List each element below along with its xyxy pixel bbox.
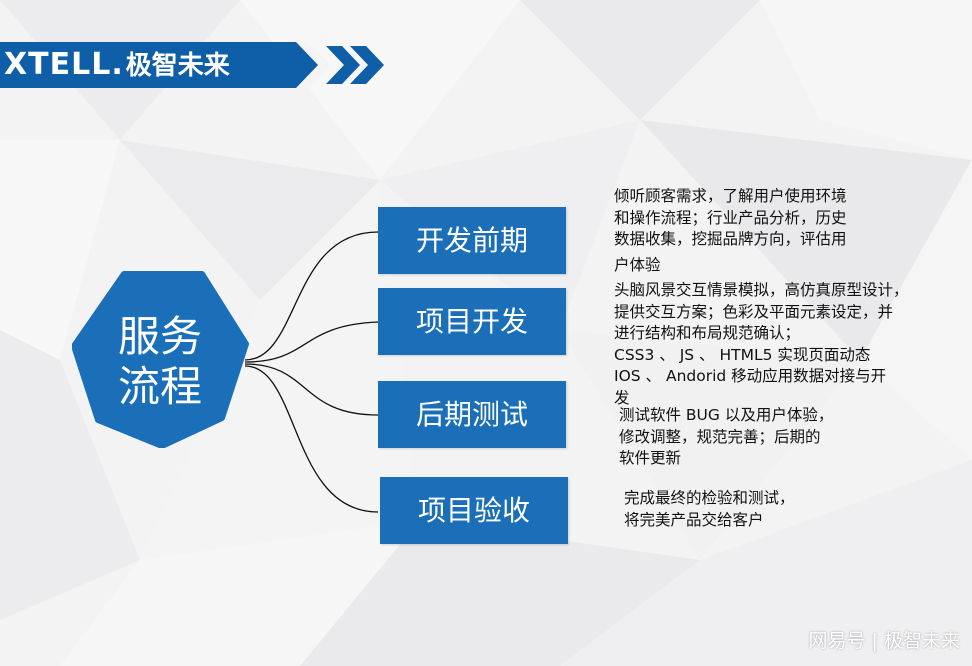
- stage-desc-development: 头脑风景交互情景模拟，高仿真原型设计， 提供交互方案；色彩及平面元素设定，并 进…: [614, 280, 909, 409]
- header-banner: [0, 42, 330, 88]
- desc-line: 倾听顾客需求，了解用户使用环境: [614, 187, 847, 205]
- desc-line: CSS3 、 JS 、 HTML5 实现页面动态: [614, 345, 871, 364]
- desc-line: 和操作流程；行业产品分析，历史: [614, 208, 847, 227]
- double-chevron-icon: [326, 46, 384, 84]
- hexagon-label: 服务 流程: [100, 312, 220, 412]
- stage-desc-pre-development: 倾听顾客需求，了解用户使用环境 和操作流程；行业产品分析，历史 数据收集，挖掘品…: [614, 186, 847, 276]
- stage-box-pre-development: 开发前期: [378, 207, 566, 274]
- desc-line: 户体验: [614, 255, 661, 274]
- stage-box-acceptance: 项目验收: [380, 477, 568, 544]
- stage-box-testing: 后期测试: [378, 381, 566, 448]
- desc-line: 发: [614, 388, 630, 407]
- desc-line: 完成最终的检验和测试，: [624, 489, 795, 507]
- desc-line: 测试软件 BUG 以及用户体验，: [619, 406, 834, 424]
- desc-line: 软件更新: [619, 449, 682, 467]
- desc-line: 提供交互方案；色彩及平面元素设定，并: [614, 302, 894, 321]
- service-process-hexagon: [72, 271, 249, 448]
- desc-line: 数据收集，挖掘品牌方向，评估用: [614, 230, 847, 248]
- stage-box-development: 项目开发: [378, 288, 566, 355]
- brand-logo-text: XTELL.: [4, 47, 124, 82]
- brand-logo: XTELL.极智未来: [4, 44, 230, 86]
- connector-line-3: [244, 363, 379, 416]
- connector-line-1: [244, 231, 379, 361]
- connector-line-4: [244, 365, 379, 513]
- connector-line-2: [244, 321, 379, 363]
- hexagon-label-line1: 服务: [117, 312, 202, 361]
- desc-line: 修改调整，规范完善；后期的: [619, 427, 821, 446]
- brand-logo-cn: 极智未来: [125, 51, 230, 81]
- stage-desc-testing: 测试软件 BUG 以及用户体验， 修改调整，规范完善；后期的 软件更新: [619, 405, 833, 470]
- desc-line: 进行结构和布局规范确认；: [614, 324, 801, 342]
- hexagon-label-line2: 流程: [117, 362, 202, 411]
- stage-desc-acceptance: 完成最终的检验和测试， 将完美产品交给客户: [624, 488, 795, 531]
- desc-line: 将完美产品交给客户: [624, 510, 764, 529]
- desc-line: IOS 、 Andorid 移动应用数据对接与开: [614, 367, 887, 385]
- desc-line: 头脑风景交互情景模拟，高仿真原型设计，: [614, 281, 909, 299]
- watermark: 网易号 | 极智未来: [808, 630, 960, 652]
